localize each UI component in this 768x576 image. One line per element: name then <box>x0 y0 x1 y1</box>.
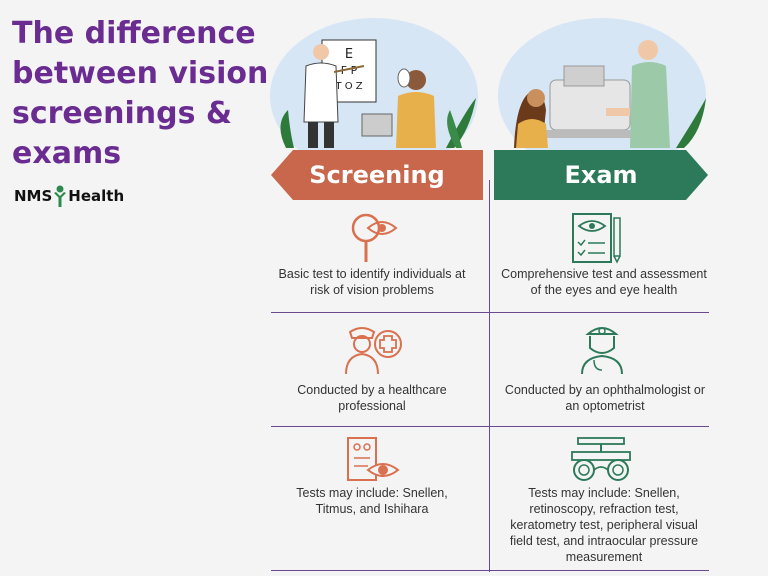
person-logo-icon <box>54 185 67 207</box>
exam-conductor-text: Conducted by an ophthalmologist or an op… <box>504 383 706 413</box>
row-divider <box>271 312 709 313</box>
nms-health-logo: NMS Health <box>14 185 124 207</box>
doctor-icon <box>581 327 623 375</box>
row-divider <box>271 570 709 571</box>
phoropter-icon <box>571 437 631 481</box>
screening-purpose-text: Basic test to identify individuals at ri… <box>278 267 466 297</box>
logo-text-nms: NMS <box>14 187 53 205</box>
magnifier-eye-icon <box>351 213 398 262</box>
eye-checklist-icon <box>572 213 621 264</box>
exam-tests-text: Tests may include: Snellen, retinoscopy,… <box>509 486 699 564</box>
eye-chart-row3: T O Z <box>334 81 362 92</box>
screening-tests-text: Tests may include: Snellen, Titmus, and … <box>296 486 448 516</box>
row-divider <box>271 426 709 427</box>
screening-conductor-text: Conducted by a healthcare professional <box>297 383 447 413</box>
exam-scene-illustration <box>498 18 706 154</box>
exam-purpose-text: Comprehensive test and assessment of the… <box>501 267 707 297</box>
screening-scene-illustration: E F P T O Z <box>270 18 478 154</box>
page-title: The difference between vision screenings… <box>12 16 269 171</box>
logo-text-health: Health <box>68 187 125 205</box>
column-divider <box>489 180 490 572</box>
nurse-medical-icon <box>345 327 402 375</box>
exam-banner: Exam <box>494 150 708 200</box>
eye-chart-row1: E <box>345 47 353 62</box>
eye-chart-icon <box>347 437 400 481</box>
screening-banner: Screening <box>271 150 483 200</box>
